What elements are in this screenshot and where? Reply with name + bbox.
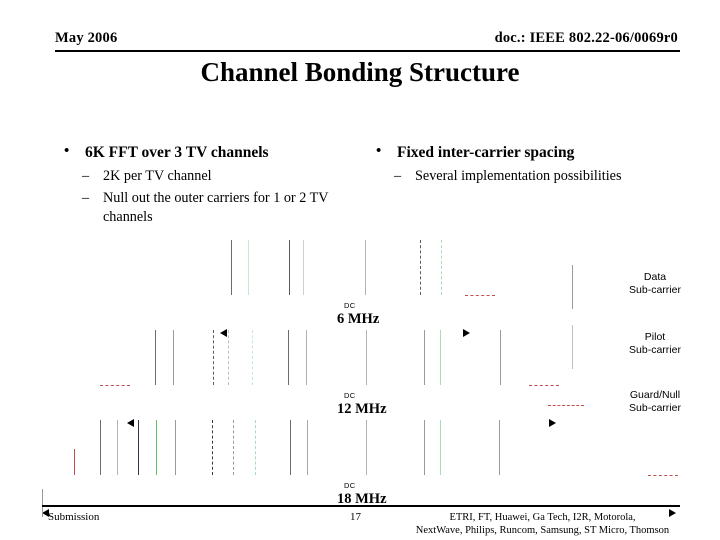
guard-null-marker [648, 475, 678, 476]
legend-label-primary: Guard/Null [629, 389, 681, 401]
sub-carrier-line [440, 330, 441, 385]
dc-label: DC [344, 301, 356, 310]
bullet-right-level1-text: Fixed inter-carrier spacing [397, 144, 575, 161]
sub-carrier-line [303, 240, 304, 295]
dc-label: DC [344, 391, 356, 400]
sub-carrier-line [173, 330, 174, 385]
sub-carrier-line [252, 330, 253, 385]
bullet-left-level2-text: Null out the outer carriers for 1 or 2 T… [103, 189, 329, 226]
bullet-left-level2-item: – Null out the outer carriers for 1 or 2… [55, 189, 365, 228]
bullet-column-left: • 6K FFT over 3 TV channels – 2K per TV … [55, 143, 365, 228]
footer-authors-line2: NextWave, Philips, Runcom, Samsung, ST M… [415, 525, 670, 536]
bullet-right-level1: • Fixed inter-carrier spacing [367, 143, 667, 162]
dash-icon: – [82, 168, 90, 184]
sub-carrier-line [255, 420, 256, 475]
span-arrow-left-icon [127, 419, 134, 427]
sub-carrier-line [307, 420, 308, 475]
sub-carrier-line [100, 420, 101, 475]
bullet-right-level2-item: – Several implementation possibilities [367, 167, 667, 187]
bullet-left-level1-text: 6K FFT over 3 TV channels [85, 144, 269, 161]
bullet-left-level2-text: 2K per TV channel [103, 168, 212, 184]
dash-icon: – [82, 189, 90, 206]
sub-carrier-line [366, 330, 367, 385]
sub-carrier-line [117, 420, 118, 475]
span-arrow-right-icon [669, 509, 676, 517]
guard-null-marker [100, 385, 130, 386]
guard-null-marker [529, 385, 559, 386]
sub-carrier-line [500, 330, 501, 385]
sub-carrier-line [420, 240, 421, 295]
legend-label-secondary: Sub-carrier [629, 401, 681, 414]
bullet-dot-icon: • [64, 143, 70, 159]
sub-carrier-line [365, 240, 366, 295]
bullet-dot-icon: • [376, 143, 382, 159]
sub-carrier-line [440, 420, 441, 475]
span-arrow-right-icon [549, 419, 556, 427]
sub-carrier-line [288, 330, 289, 385]
bandwidth-label: 6 MHz [337, 311, 380, 327]
legend-marker [548, 405, 584, 406]
sub-carrier-line [306, 330, 307, 385]
legend-label-secondary: Sub-carrier [629, 283, 681, 296]
guard-null-marker [465, 295, 495, 296]
sub-carrier-line [366, 420, 367, 475]
sub-carrier-line [424, 330, 425, 385]
sub-carrier-line [74, 449, 75, 475]
sub-carrier-line [248, 240, 249, 295]
sub-carrier-line [175, 420, 176, 475]
span-arrow-right-icon [463, 329, 470, 337]
sub-carrier-line [424, 420, 425, 475]
dc-label: DC [344, 481, 356, 490]
footer-divider [42, 505, 680, 507]
span-bracket-tick [42, 489, 43, 517]
legend-label-primary: Pilot [644, 331, 666, 343]
footer-authors: ETRI, FT, Huawei, Ga Tech, I2R, Motorola… [400, 511, 685, 537]
legend-label-secondary: Sub-carrier [629, 343, 681, 356]
sub-carrier-line [290, 420, 291, 475]
sub-carrier-line [441, 240, 442, 295]
span-arrow-left-icon [42, 509, 49, 517]
span-arrow-left-icon [220, 329, 227, 337]
sub-carrier-line [138, 420, 139, 475]
legend-marker [572, 325, 573, 369]
page-title: Channel Bonding Structure [200, 57, 520, 87]
legend-marker [572, 265, 573, 309]
sub-carrier-line [499, 420, 500, 475]
bullet-left-level1: • 6K FFT over 3 TV channels [55, 143, 365, 162]
sub-carrier-line [155, 330, 156, 385]
dash-icon: – [394, 168, 402, 184]
header-document-id: doc.: IEEE 802.22-06/0069r0 [494, 30, 678, 46]
header-date: May 2006 [55, 30, 118, 46]
sub-carrier-line [156, 420, 157, 475]
sub-carrier-line [212, 420, 213, 475]
sub-carrier-line [228, 330, 229, 385]
header-divider [55, 50, 680, 52]
footer-page-number: 17 [350, 511, 361, 523]
sub-carrier-line [213, 330, 214, 385]
sub-carrier-line [231, 240, 232, 295]
footer-submission-label: Submission [48, 511, 100, 523]
bullet-left-level2-item: – 2K per TV channel [55, 167, 365, 187]
legend-label-primary: Data [643, 271, 667, 283]
bandwidth-label: 12 MHz [337, 401, 387, 417]
footer-authors-line1: ETRI, FT, Huawei, Ga Tech, I2R, Motorola… [449, 512, 636, 523]
sub-carrier-line [233, 420, 234, 475]
bullet-right-level2-text: Several implementation possibilities [415, 168, 622, 184]
bullet-column-right: • Fixed inter-carrier spacing – Several … [367, 143, 667, 187]
sub-carrier-line [289, 240, 290, 295]
bandwidth-label: 18 MHz [337, 491, 387, 507]
